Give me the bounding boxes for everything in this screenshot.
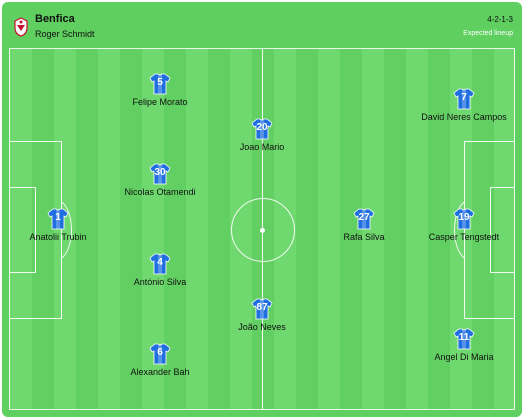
shirt-number: 11 [458, 332, 470, 343]
player-otamendi[interactable]: 30 Nicolas Otamendi [100, 163, 220, 197]
player-name: Alexander Bah [130, 367, 190, 377]
player-name: Joao Mario [239, 142, 285, 152]
shirt-number: 1 [55, 212, 61, 223]
player-name: Nicolas Otamendi [124, 187, 196, 197]
player-name: David Neres Campos [421, 112, 507, 122]
lineup-type-label: Expected lineup [463, 30, 513, 37]
player-morato[interactable]: 5 Felipe Morato [100, 73, 220, 107]
player-name: Anatolii Trubin [29, 232, 87, 242]
coach-name[interactable]: Roger Schmidt [35, 29, 95, 39]
shirt-number: 7 [461, 92, 467, 103]
jersey-icon [251, 298, 273, 320]
pitch [9, 48, 515, 410]
formation-label: 4-2-1-3 [487, 15, 513, 24]
center-spot [260, 228, 265, 233]
team-name[interactable]: Benfica [35, 13, 75, 25]
jersey-icon [453, 208, 475, 230]
team-crest-icon [14, 17, 28, 37]
player-david-neres[interactable]: 7 David Neres Campos [404, 88, 524, 122]
jersey-icon [47, 208, 69, 230]
player-antonio-silva[interactable]: 4 António Silva [100, 253, 220, 287]
player-name: Felipe Morato [132, 97, 188, 107]
shirt-number: 27 [358, 212, 370, 223]
jersey-icon [149, 73, 171, 95]
center-circle [231, 198, 295, 262]
player-trubin[interactable]: 1 Anatolii Trubin [0, 208, 118, 242]
shirt-number: 30 [154, 167, 166, 178]
player-rafa-silva[interactable]: 27 Rafa Silva [304, 208, 424, 242]
player-name: João Neves [238, 322, 286, 332]
shirt-number: 20 [256, 122, 268, 133]
jersey-icon [149, 343, 171, 365]
lineup-header: Benfica Roger Schmidt 4-2-1-3 Expected l… [2, 2, 522, 46]
player-di-maria[interactable]: 11 Angel Di Maria [404, 328, 524, 362]
player-name: Angel Di Maria [434, 352, 494, 362]
player-joao-mario[interactable]: 20 Joao Mario [202, 118, 322, 152]
jersey-icon [149, 163, 171, 185]
player-name: António Silva [133, 277, 187, 287]
shirt-number: 6 [157, 347, 163, 358]
player-bah[interactable]: 6 Alexander Bah [100, 343, 220, 377]
player-joao-neves[interactable]: 87 João Neves [202, 298, 322, 332]
player-tengstedt[interactable]: 19 Casper Tengstedt [404, 208, 524, 242]
shirt-number: 4 [157, 257, 163, 268]
shirt-number: 87 [256, 302, 268, 313]
left-penalty-area [10, 141, 62, 319]
right-penalty-area [464, 141, 514, 319]
left-goal-area [10, 187, 36, 273]
jersey-icon [353, 208, 375, 230]
jersey-icon [453, 88, 475, 110]
jersey-icon [453, 328, 475, 350]
jersey-icon [149, 253, 171, 275]
jersey-icon [251, 118, 273, 140]
right-goal-area [490, 187, 514, 273]
player-name: Casper Tengstedt [428, 232, 500, 242]
player-name: Rafa Silva [343, 232, 385, 242]
shirt-number: 19 [458, 212, 470, 223]
shirt-number: 5 [157, 77, 163, 88]
